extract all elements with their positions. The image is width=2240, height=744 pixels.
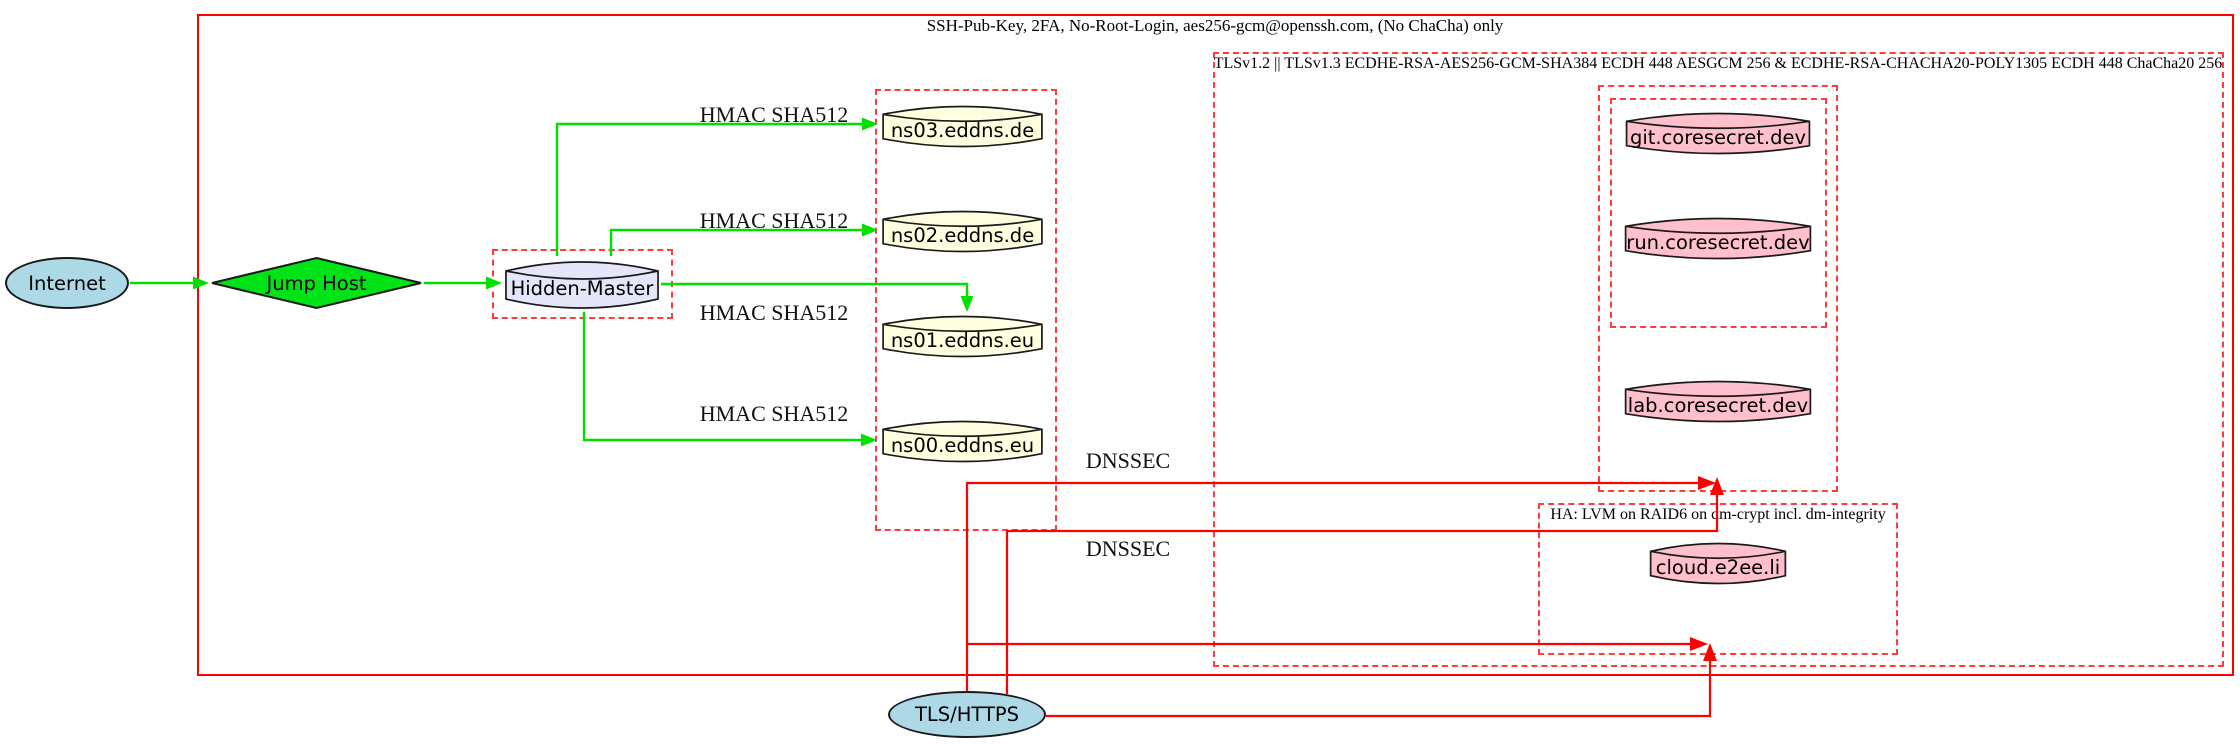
node-run-coresecret-label: run.coresecret.dev bbox=[1626, 230, 1810, 254]
edge-hiddenmaster-ns02 bbox=[609, 223, 878, 256]
node-ns03-label: ns03.eddns.de bbox=[890, 118, 1035, 142]
node-ns01: ns01.eddns.eu bbox=[880, 313, 1045, 360]
edge-label-dnssec-lower: DNSSEC bbox=[1085, 536, 1171, 561]
node-git-coresecret: git.coresecret.dev bbox=[1623, 110, 1813, 157]
node-tls-https: TLS/HTTPS bbox=[888, 691, 1046, 738]
node-ns00-label: ns00.eddns.eu bbox=[890, 433, 1035, 457]
edge-label-hmac-ns01: HMAC SHA512 bbox=[699, 300, 849, 325]
node-jump-host: Jump Host bbox=[209, 256, 424, 310]
node-ns02: ns02.eddns.de bbox=[880, 208, 1045, 255]
cluster-ssh-label: SSH-Pub-Key, 2FA, No-Root-Login, aes256-… bbox=[926, 16, 1504, 35]
edge-label-dnssec-upper: DNSSEC bbox=[1085, 448, 1171, 473]
node-jump-host-label: Jump Host bbox=[266, 271, 367, 295]
edge-label-hmac-ns02: HMAC SHA512 bbox=[699, 208, 849, 233]
node-ns00: ns00.eddns.eu bbox=[880, 418, 1045, 465]
node-cloud-e2ee-label: cloud.e2ee.li bbox=[1655, 555, 1781, 579]
edge-label-hmac-ns00: HMAC SHA512 bbox=[699, 401, 849, 426]
edge-dnssec-upper bbox=[965, 476, 1716, 692]
node-tls-https-label: TLS/HTTPS bbox=[914, 703, 1019, 726]
edge-jumphost-hiddenmaster bbox=[424, 276, 502, 290]
cluster-tls-box bbox=[1213, 52, 2224, 667]
node-cloud-e2ee: cloud.e2ee.li bbox=[1648, 540, 1788, 587]
node-internet: Internet bbox=[5, 257, 129, 309]
edge-dnssec-coresecret bbox=[1005, 477, 1724, 694]
edge-internet-jumphost bbox=[130, 276, 209, 290]
node-hidden-master: Hidden-Master bbox=[503, 258, 661, 312]
edge-hiddenmaster-ns01 bbox=[661, 282, 974, 312]
edge-tlshttps-ha bbox=[1046, 643, 1717, 718]
edge-hiddenmaster-ns00 bbox=[582, 312, 877, 447]
cluster-tls-label: TLSv1.2 || TLSv1.3 ECDHE-RSA-AES256-GCM-… bbox=[1213, 55, 2223, 72]
node-ns03: ns03.eddns.de bbox=[880, 103, 1045, 150]
node-ns02-label: ns02.eddns.de bbox=[890, 223, 1035, 247]
node-git-coresecret-label: git.coresecret.dev bbox=[1629, 125, 1807, 149]
cylinder-shape bbox=[503, 258, 661, 312]
node-lab-coresecret: lab.coresecret.dev bbox=[1622, 378, 1814, 425]
node-run-coresecret: run.coresecret.dev bbox=[1622, 215, 1814, 262]
edge-label-hmac-ns03: HMAC SHA512 bbox=[699, 102, 849, 127]
edge-dnssec-lower-branch bbox=[967, 637, 1708, 651]
node-lab-coresecret-label: lab.coresecret.dev bbox=[1627, 393, 1809, 417]
node-ns01-label: ns01.eddns.eu bbox=[890, 328, 1035, 352]
node-hidden-master-label: Hidden-Master bbox=[510, 277, 654, 300]
cluster-ssh-box bbox=[197, 14, 2234, 676]
node-internet-label: Internet bbox=[28, 271, 106, 295]
diamond-shape bbox=[209, 256, 424, 310]
cluster-coresecret-inner-box bbox=[1610, 98, 1827, 328]
edge-hiddenmaster-ns03 bbox=[555, 117, 878, 256]
